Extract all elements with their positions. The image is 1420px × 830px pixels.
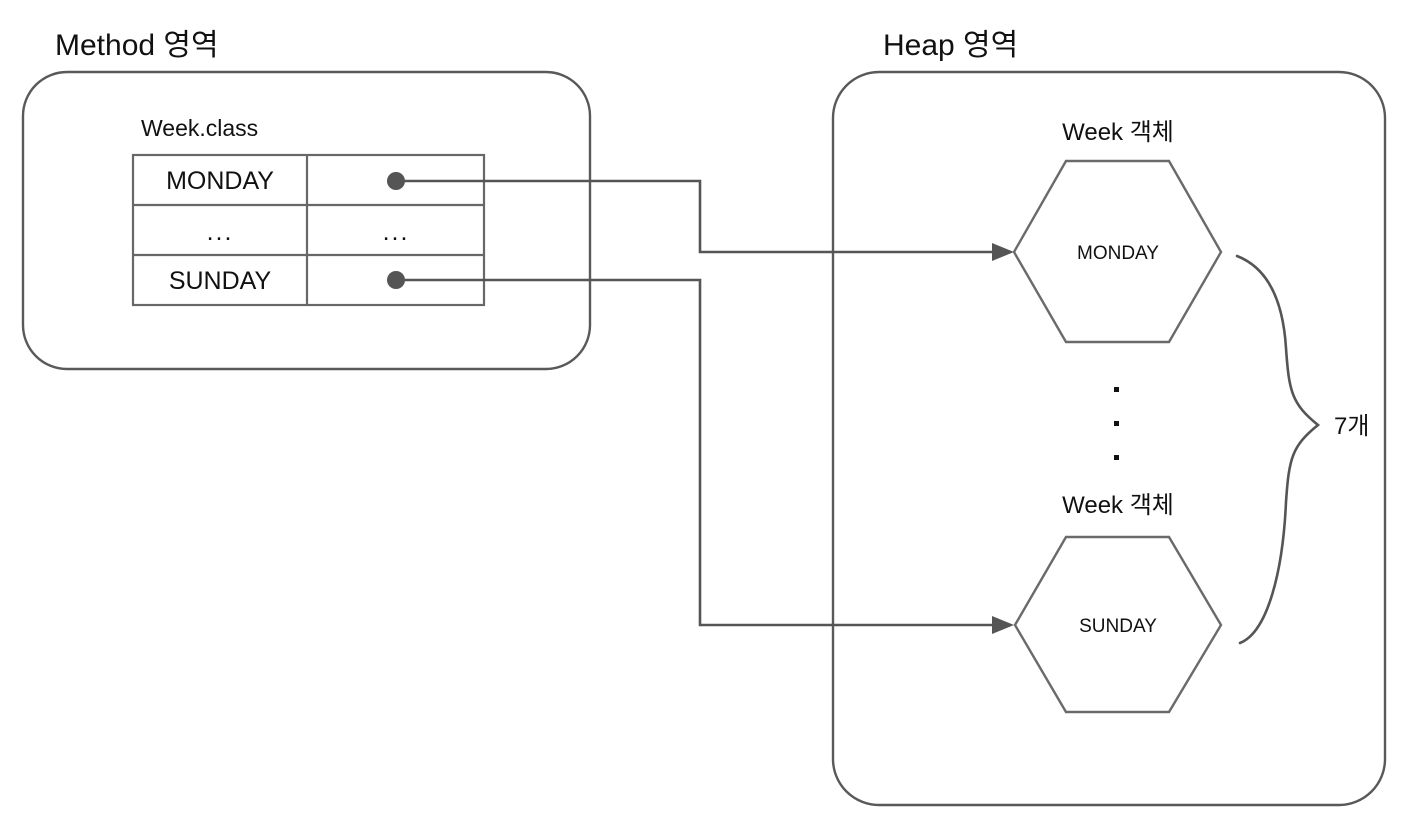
vertical-ellipsis bbox=[1114, 387, 1119, 460]
connector-sunday bbox=[396, 278, 1006, 627]
method-region-container bbox=[21, 70, 592, 371]
table-cell-key-sunday: SUNDAY bbox=[169, 267, 272, 295]
vertical-ellipsis-dot-3 bbox=[1114, 455, 1119, 460]
table-cell-key-ellipsis: ... bbox=[207, 218, 234, 246]
arrow-head-sunday bbox=[992, 616, 1014, 634]
hexagon-label-sunday: SUNDAY bbox=[1079, 616, 1157, 637]
hexagon-sunday bbox=[1013, 535, 1223, 714]
grouping-brace bbox=[1235, 254, 1321, 645]
hexagon-monday bbox=[1012, 159, 1223, 344]
connector-monday bbox=[396, 179, 1006, 254]
vertical-ellipsis-dot-2 bbox=[1114, 421, 1119, 426]
arrow-head-monday bbox=[992, 243, 1014, 261]
count-label: 7개 bbox=[1334, 413, 1369, 440]
heap-object-title-sunday: Week 객체 bbox=[1062, 492, 1174, 519]
method-region-title: Method 영역 bbox=[55, 29, 219, 62]
heap-object-title-monday: Week 객체 bbox=[1062, 119, 1174, 146]
table-cell-value-ellipsis: ... bbox=[383, 218, 410, 246]
class-field-table: MONDAY ... ... SUNDAY bbox=[131, 153, 486, 307]
table-cell-key-monday: MONDAY bbox=[166, 167, 274, 195]
class-box-title: Week.class bbox=[141, 115, 258, 141]
table-outer-border bbox=[131, 153, 486, 307]
heap-region-container bbox=[831, 70, 1387, 807]
heap-region-title: Heap 영역 bbox=[883, 29, 1018, 62]
hexagon-label-monday: MONDAY bbox=[1077, 243, 1159, 264]
vertical-ellipsis-dot-1 bbox=[1114, 387, 1119, 392]
